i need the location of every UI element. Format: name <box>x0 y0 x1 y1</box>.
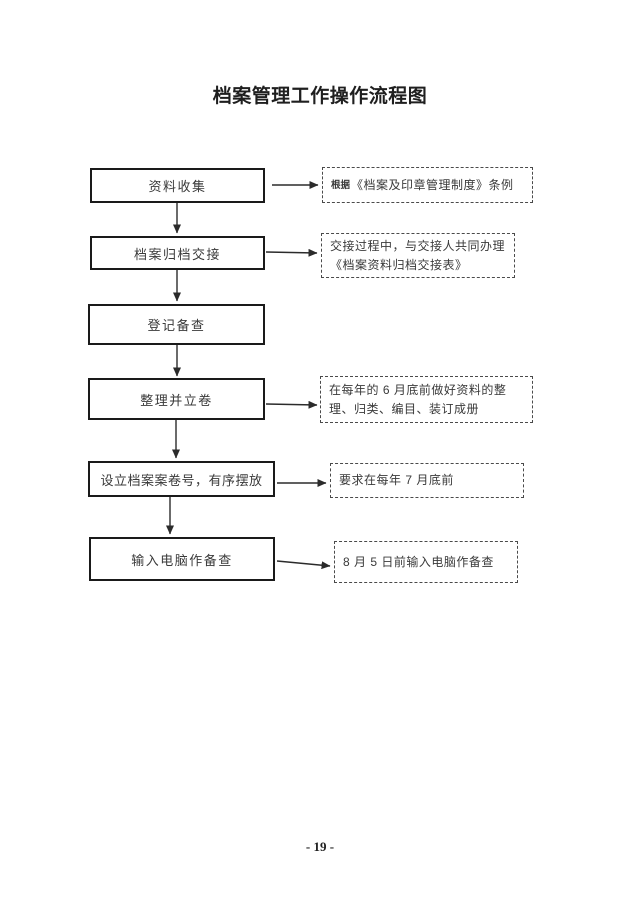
page-number: - 19 - <box>305 839 335 854</box>
flow-step-collect-materials: 资料收集 <box>90 168 265 203</box>
flow-step-computer-entry: 输入电脑作备查 <box>89 537 275 581</box>
page-title: 档案管理工作操作流程图 <box>212 86 428 107</box>
note-handover-process: 交接过程中，与交接人共同办理《档案资料归档交接表》 <box>321 233 515 278</box>
note-text: 在每年的 6 月底前做好资料的整理、归类、编目、装订成册 <box>329 382 507 416</box>
flow-step-label: 输入电脑作备查 <box>131 552 233 568</box>
flow-step-label: 设立档案案卷号，有序摆放 <box>100 472 263 488</box>
arrow-right-computer-note-icon <box>276 560 331 570</box>
note-collect-basis: 根据 《档案及印章管理制度》条例 <box>322 167 533 203</box>
flow-step-organize-file: 整理并立卷 <box>88 378 265 420</box>
flow-step-register: 登记备查 <box>88 304 265 345</box>
note-arrange-deadline: 要求在每年 7 月底前 <box>330 463 524 498</box>
flow-step-archive-handover: 档案归档交接 <box>90 236 265 270</box>
flow-step-label: 整理并立卷 <box>140 392 213 408</box>
note-text: 8 月 5 日前输入电脑作备查 <box>343 554 494 569</box>
note-text-prefix: 根据 <box>331 179 351 191</box>
flow-step-label: 登记备查 <box>147 318 206 333</box>
flow-step-label: 档案归档交接 <box>133 246 221 262</box>
flow-step-set-file-number: 设立档案案卷号，有序摆放 <box>88 461 275 497</box>
arrow-right-organize-note-icon <box>265 400 318 409</box>
flow-step-label: 资料收集 <box>148 179 207 194</box>
note-text: 要求在每年 7 月底前 <box>339 473 454 487</box>
note-computer-deadline: 8 月 5 日前输入电脑作备查 <box>334 541 518 583</box>
arrow-right-handover-note-icon <box>265 248 318 257</box>
note-organize-deadline: 在每年的 6 月底前做好资料的整理、归类、编目、装订成册 <box>320 376 533 423</box>
note-text: 交接过程中，与交接人共同办理《档案资料归档交接表》 <box>330 238 506 272</box>
note-text: 《档案及印章管理制度》条例 <box>351 177 514 192</box>
